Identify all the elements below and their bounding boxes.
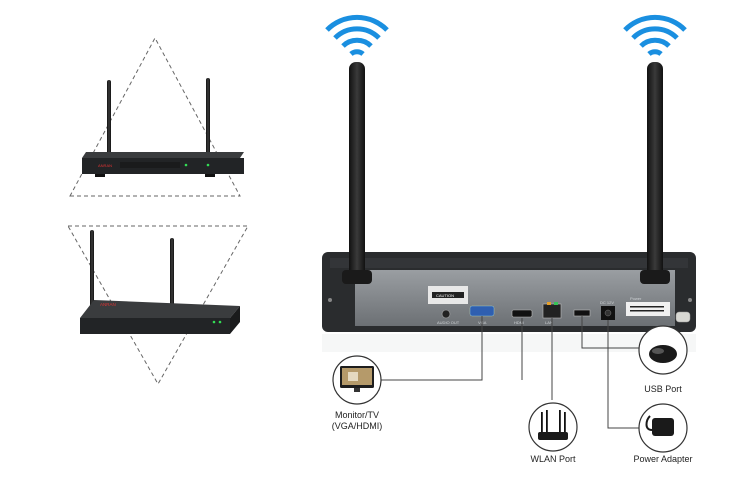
brand-logo-bottom: ANRAN: [100, 302, 116, 307]
power-adapter-icon: [638, 403, 688, 453]
antenna-right: [640, 62, 670, 284]
monitor-sublabel: (VGA/HDMI): [331, 421, 383, 431]
power-label: Power: [630, 296, 642, 301]
wlan-port-label: WLAN Port: [530, 454, 576, 464]
mouse-icon: [638, 325, 688, 375]
antenna-left: [342, 62, 372, 284]
wifi-icon: [325, 14, 389, 57]
hdmi-label: HDMI: [514, 320, 524, 325]
caution-label: CAUTION: [436, 293, 454, 298]
lan-label: LAN: [545, 320, 553, 325]
wifi-icon: [623, 14, 687, 57]
nvr-thumbnail-bottom: ANRAN: [67, 225, 249, 386]
tv-icon: [332, 355, 382, 405]
dc-label: DC 12V: [600, 300, 614, 305]
nvr-back-view: CAUTION AUDIO OUT VGA HDMI LAN DC 12V Po…: [322, 252, 696, 352]
connection-lines: [381, 316, 640, 429]
monitor-label: Monitor/TV: [334, 410, 379, 420]
usb-port-label: USB Port: [644, 384, 682, 394]
power-adapter-label: Power Adapter: [633, 454, 693, 464]
router-icon: [528, 402, 578, 452]
audio-out-label: AUDIO OUT: [437, 320, 460, 325]
view-angle-guide-top: [69, 36, 241, 197]
nvr-thumbnail-top: ANRAN: [69, 36, 244, 197]
brand-logo-top: ANRAN: [98, 163, 112, 168]
